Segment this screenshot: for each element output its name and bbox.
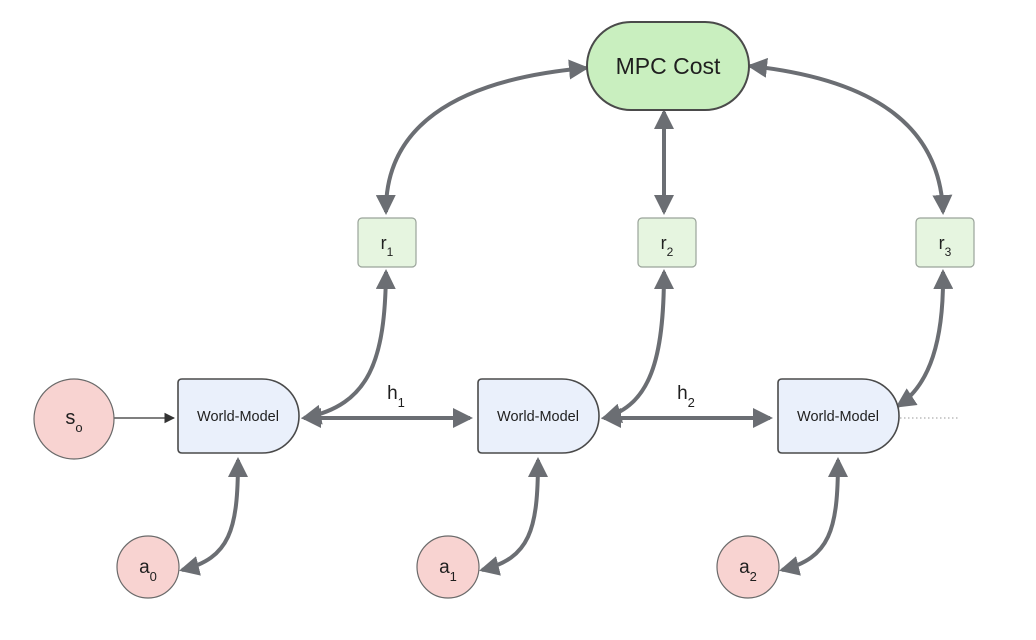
arrow-wm3-a2 <box>779 457 848 576</box>
initial-state-label: so <box>65 407 82 435</box>
world-model-label-3: World-Model <box>797 409 879 425</box>
action-circle-1 <box>416 535 480 599</box>
arrow-r1-wm1 <box>301 269 396 425</box>
mpc-cost-label: MPC Cost <box>616 53 721 79</box>
world-model-shape-1 <box>177 378 300 454</box>
arrow-wm1-a0 <box>179 457 248 576</box>
reward-box-2 <box>637 217 697 268</box>
world-model-shape-3 <box>777 378 900 454</box>
world-model-label-2: World-Model <box>497 409 579 425</box>
action-circle-2 <box>716 535 780 599</box>
world-model-node-1: World-Model <box>177 378 300 454</box>
action-node-0: a0 <box>116 535 180 599</box>
world-model-node-2: World-Model <box>477 378 600 454</box>
reward-label-3: r3 <box>939 233 952 259</box>
reward-box-3 <box>915 217 975 268</box>
initial-state-circle <box>33 378 115 460</box>
mpc-cost-node: MPC Cost <box>586 21 750 111</box>
reward-node-2: r2 <box>637 217 697 268</box>
hidden-label-1: h1 <box>387 383 405 410</box>
arrow-r2-wm2 <box>601 269 674 423</box>
reward-node-1: r1 <box>357 217 417 268</box>
arrow-wm2-a1 <box>479 457 548 576</box>
action-node-2: a2 <box>716 535 780 599</box>
action-node-1: a1 <box>416 535 480 599</box>
world-model-shape-2 <box>477 378 600 454</box>
action-circle-0 <box>116 535 180 599</box>
reward-box-1 <box>357 217 417 268</box>
reward-node-3: r3 <box>915 217 975 268</box>
reward-label-2: r2 <box>661 233 674 259</box>
initial-state-node: so <box>33 378 115 460</box>
action-label-2: a2 <box>739 557 757 584</box>
arrow-cost-r1 <box>375 59 589 215</box>
arrow-r3-wm3 <box>895 269 954 408</box>
hidden-label-2: h2 <box>677 383 695 410</box>
world-model-label-1: World-Model <box>197 409 279 425</box>
mpc-cost-shape <box>586 21 750 111</box>
world-model-node-3: World-Model <box>777 378 900 454</box>
action-label-0: a0 <box>139 557 157 584</box>
reward-label-1: r1 <box>381 233 394 259</box>
action-label-1: a1 <box>439 557 457 584</box>
arrow-cost-r3 <box>747 57 953 215</box>
connectors <box>179 57 954 576</box>
